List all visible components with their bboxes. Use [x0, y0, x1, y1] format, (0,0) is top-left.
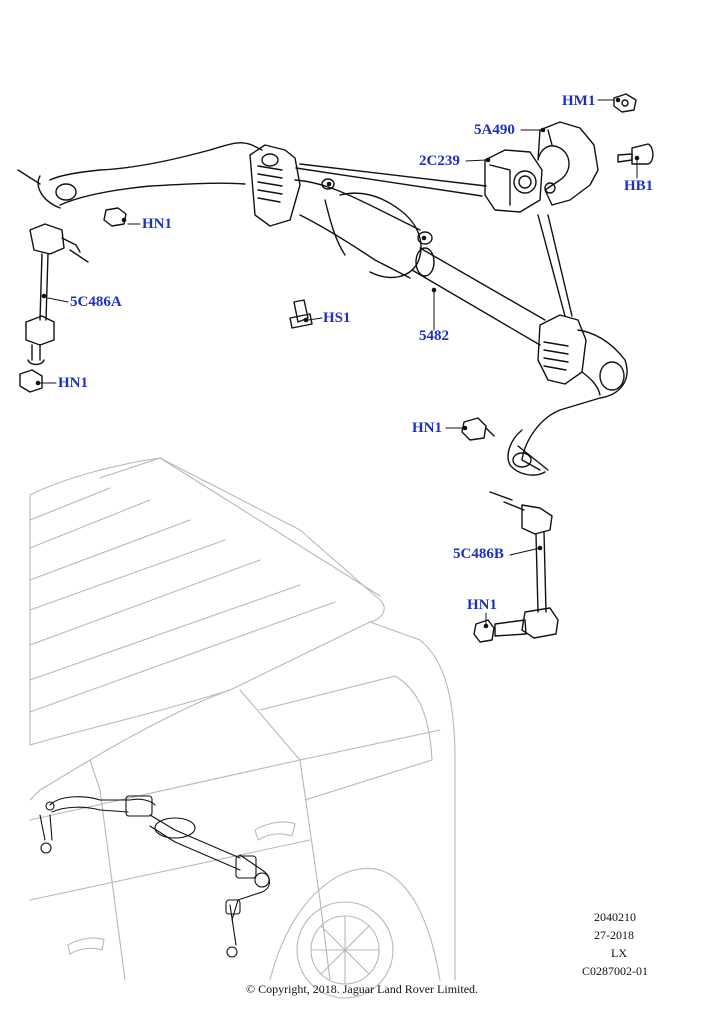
callout-5c486a[interactable]: 5C486A: [70, 294, 122, 310]
model-code: LX: [611, 946, 627, 960]
hs1-bolt: [289, 299, 313, 329]
leader-dots: [35, 97, 640, 629]
callout-hb1[interactable]: HB1: [624, 178, 654, 194]
bracket-group: [295, 93, 654, 317]
callout-5a490[interactable]: 5A490: [474, 122, 515, 138]
inset-assembly: [39, 795, 271, 958]
callout-hn1-left[interactable]: HN1: [58, 375, 88, 391]
vehicle-outline: [29, 457, 456, 999]
illustration-id: C0287002-01: [582, 964, 648, 978]
link-5c486a: [19, 207, 127, 393]
diagram-date: 27-2018: [594, 928, 634, 942]
callout-hs1[interactable]: HS1: [323, 310, 351, 326]
leader-lines: [39, 99, 638, 625]
diagram-ref-code: 2040210: [594, 910, 636, 924]
callout-hn1-top[interactable]: HN1: [142, 216, 172, 232]
callout-2c239[interactable]: 2C239: [419, 153, 460, 169]
callout-5482[interactable]: 5482: [419, 328, 449, 344]
callout-hn1-mid[interactable]: HN1: [412, 420, 442, 436]
stabilizer-bar: [17, 142, 628, 476]
copyright-notice: © Copyright, 2018. Jaguar Land Rover Lim…: [245, 982, 479, 996]
callout-hn1-bottom[interactable]: HN1: [467, 597, 497, 613]
callout-5c486b[interactable]: 5C486B: [453, 546, 504, 562]
callout-hm1[interactable]: HM1: [562, 93, 596, 109]
link-5c486b: [461, 417, 559, 643]
